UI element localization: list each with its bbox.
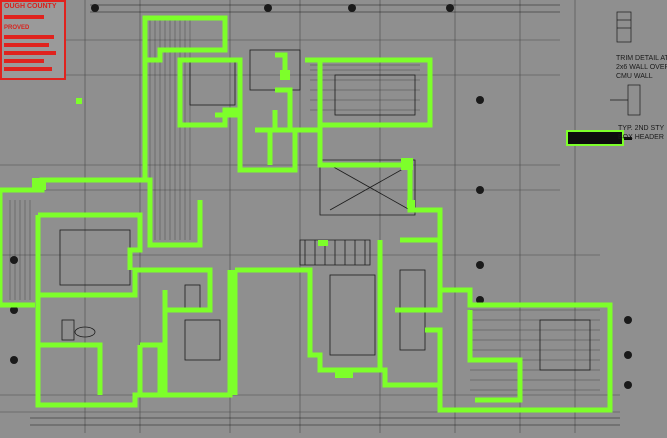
typ-header-line1: TYP. 2ND STY (618, 125, 665, 132)
trim-detail-line3: CMU WALL (616, 73, 653, 80)
redaction-bar (4, 15, 44, 19)
box-header-callout (566, 130, 624, 146)
redaction-bar (4, 51, 56, 55)
wall-highlight-blocks (32, 70, 415, 378)
wall-highlight (0, 15, 613, 413)
stamp-approved-text: PROVED (4, 25, 30, 31)
approval-stamp: OUGH COUNTY PROVED (0, 0, 66, 80)
trim-detail-line2: 2x6 WALL OVER (616, 64, 667, 71)
detail-linework (59, 49, 591, 371)
callout-tail (624, 137, 632, 140)
redaction-bar (4, 67, 52, 71)
dimension-lines (30, 4, 620, 426)
section-markers (10, 4, 632, 389)
hatch-areas (9, 20, 600, 391)
redaction-bar (4, 59, 44, 63)
trim-detail-graphic (610, 11, 641, 116)
typ-header-note: TYP. 2ND STY BOX HEADER (618, 124, 664, 142)
typ-header-line2: BOX HEADER (618, 134, 664, 141)
trim-detail-note: TRIM DETAIL AT 2x6 WALL OVER CMU WALL (616, 54, 667, 81)
stamp-county-text: OUGH COUNTY (4, 3, 57, 10)
trim-detail-line1: TRIM DETAIL AT (616, 55, 667, 62)
redaction-bar (4, 35, 54, 39)
redaction-bar (4, 43, 49, 47)
